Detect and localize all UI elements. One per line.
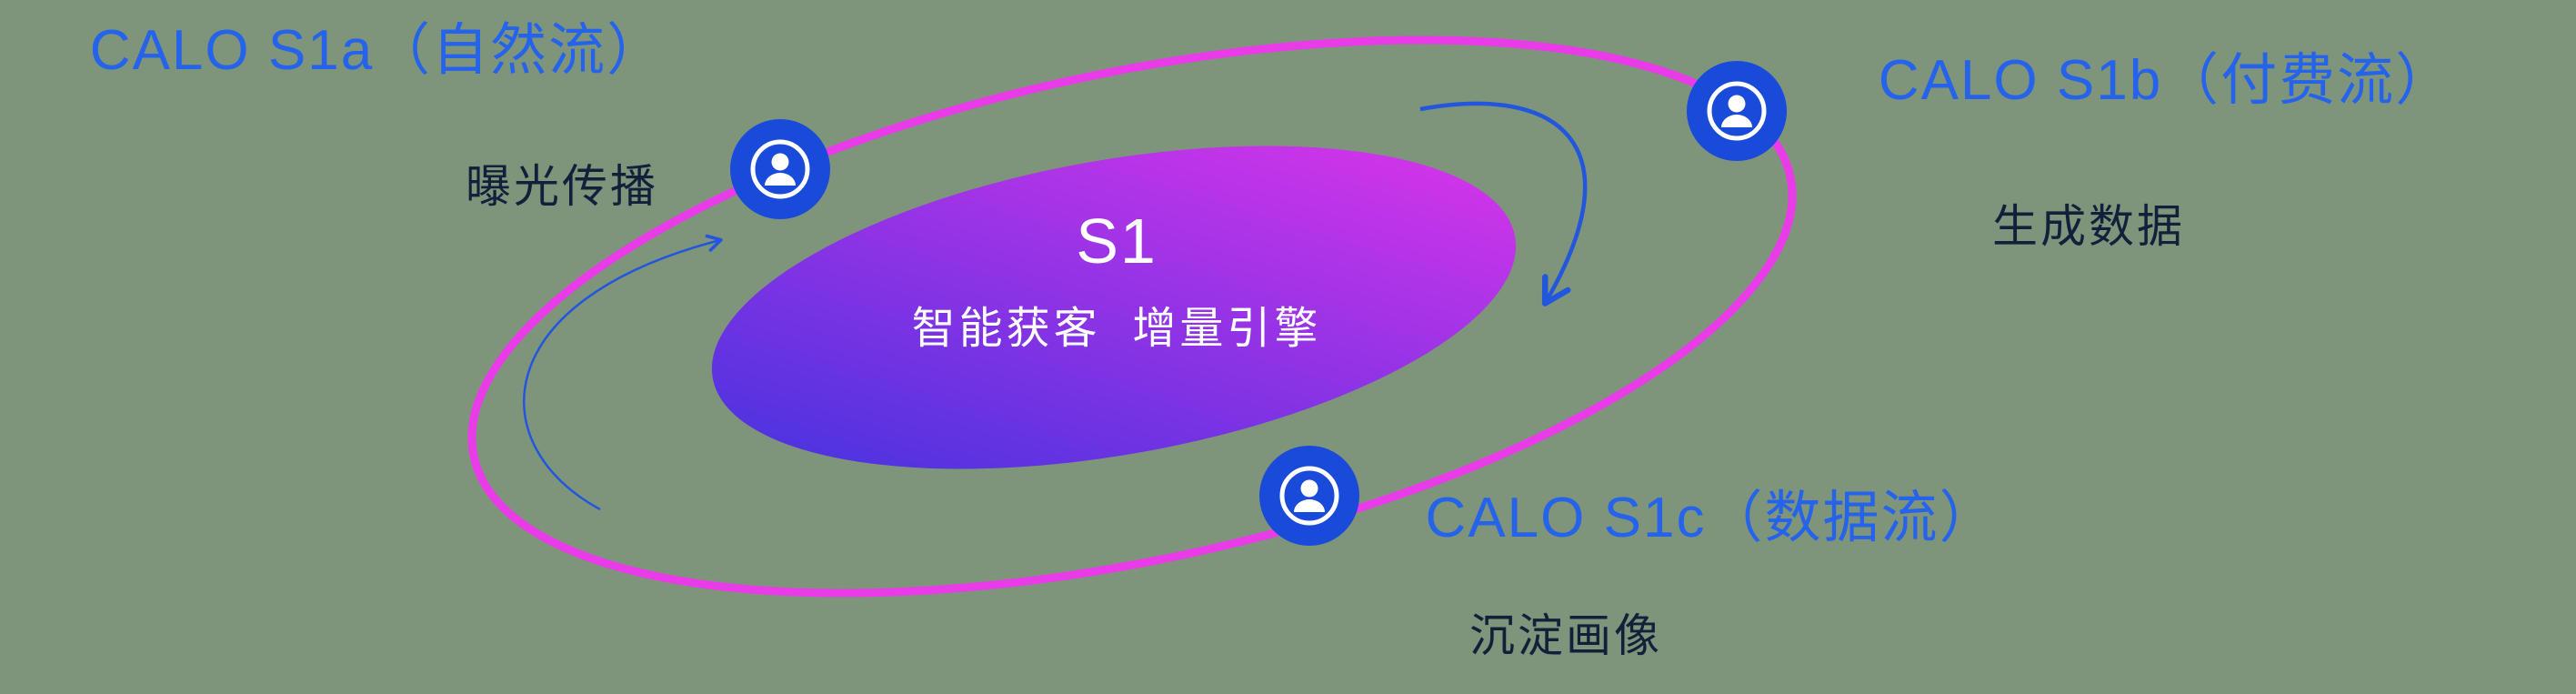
node-s1a xyxy=(730,119,830,219)
core-title: S1 xyxy=(1076,206,1158,277)
node-s1b xyxy=(1687,61,1787,161)
core-ellipse xyxy=(711,146,1517,469)
sublabel-s1b: 生成数据 xyxy=(1992,201,2185,252)
label-s1a: CALO S1a（自然流） xyxy=(89,19,666,82)
flow-arrow-right xyxy=(1419,101,1588,307)
orbit-ring xyxy=(467,35,1797,598)
core-label-group: S1 智能获客 增量引擎 xyxy=(912,205,1322,356)
sublabel-s1a: 曝光传播 xyxy=(466,161,658,212)
flow-arrow-left xyxy=(523,234,723,511)
sublabel-s1c: 沉淀画像 xyxy=(1469,610,1662,661)
label-s1c: CALO S1c（数据流） xyxy=(1425,487,1998,549)
node-s1c xyxy=(1259,446,1359,546)
person-icon xyxy=(1259,446,1359,546)
core-subtitle: 智能获客 增量引擎 xyxy=(911,305,1322,353)
person-icon xyxy=(1687,61,1787,161)
label-s1b: CALO S1b（付费流） xyxy=(1878,49,2454,112)
person-icon xyxy=(730,119,830,219)
